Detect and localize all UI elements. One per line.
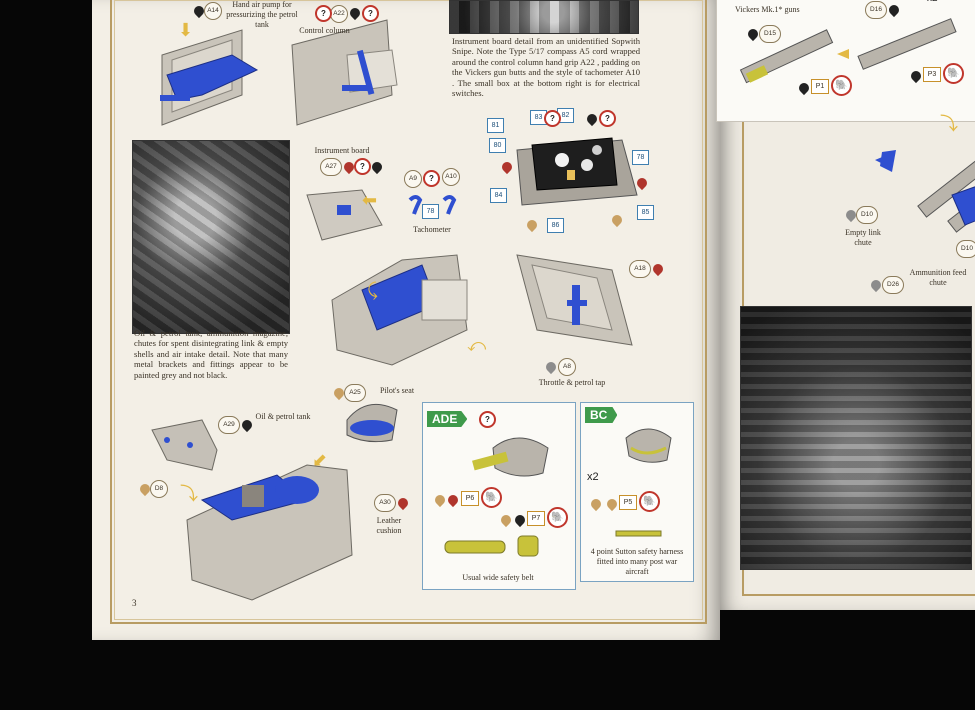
- question-icon: ?: [354, 158, 371, 175]
- question-icon: ?: [544, 110, 561, 127]
- part-tag: D16: [865, 1, 887, 19]
- question-icon: ?: [362, 5, 379, 22]
- decal-number: 80: [489, 138, 506, 153]
- pe-part-tag: P1: [811, 79, 829, 94]
- decal-number: 78: [632, 150, 649, 165]
- oil-tank: [151, 419, 218, 471]
- cockpit-assembly-bottom: [186, 464, 353, 601]
- elephant-icon: 🐘: [943, 63, 964, 84]
- part-tag: D10: [856, 206, 878, 224]
- part-tag: D15: [759, 25, 781, 43]
- arrow-icon: ⬋: [312, 450, 328, 470]
- arrow-icon: ⤺: [467, 335, 487, 355]
- pe-part-tag: P7: [527, 511, 545, 526]
- bc-variant-inset: BC x2 P5 🐘 4 point Sutton safety harness…: [580, 402, 694, 582]
- decal-number: 84: [490, 188, 507, 203]
- oil-tank-label: Oil & petrol tank: [255, 412, 311, 421]
- left-page: A14 Hand air pump for pressurizing the p…: [92, 0, 720, 640]
- pe-part-tag: P5: [619, 495, 637, 510]
- instrument-caption: Instrument board detail from an unidenti…: [452, 36, 640, 99]
- quantity-x2: x2: [587, 471, 599, 483]
- arrow-icon: ⤹: [367, 280, 378, 300]
- tachometer-label: Tachometer: [413, 225, 451, 234]
- page-frame: [742, 0, 975, 596]
- elephant-icon: 🐘: [639, 491, 660, 512]
- part-tag: A18: [629, 260, 651, 278]
- tank-photo-caption: Oil & petrol tank, ammunition magazine, …: [134, 328, 288, 380]
- instrument-board-assembly: [306, 189, 383, 241]
- elephant-icon: 🐘: [481, 487, 502, 508]
- vickers-label: Vickers Mk.1* guns: [735, 5, 800, 14]
- decal-number: 81: [487, 118, 504, 133]
- control-column-label: Control column: [299, 26, 350, 35]
- decal-number: 86: [547, 218, 564, 233]
- part-tag: D26: [882, 276, 904, 294]
- cockpit-photo: [740, 306, 972, 570]
- arrow-icon: ⬇: [178, 20, 194, 40]
- part-tag: D10: [956, 240, 975, 258]
- sutton-label: 4 point Sutton safety harness fitted int…: [590, 547, 684, 576]
- arrow-icon: ⤵: [180, 484, 198, 504]
- vickers-gun-illustration: [739, 18, 957, 84]
- fuselage-frame-1: [160, 29, 259, 126]
- part-tag: A14: [204, 2, 222, 20]
- question-icon: ?: [315, 5, 332, 22]
- arrow-icon: ⤵: [940, 114, 958, 134]
- decal-number: 78: [422, 204, 439, 219]
- ammo-label: Ammunition feed chute: [909, 268, 967, 287]
- leather-label: Leather cushion: [376, 516, 402, 535]
- pe-part-tag: P3: [923, 67, 941, 82]
- instrument-photo: [449, 0, 639, 34]
- throttle-frame: [516, 254, 633, 346]
- hand-pump-note: Hand air pump for pressurizing the petro…: [226, 0, 298, 29]
- part-tag: A22: [330, 5, 348, 23]
- ade-variant-inset: ADE ? P6 🐘 P7 🐘 Usual wide safety belt: [422, 402, 576, 590]
- tachometer-parts: [408, 195, 457, 215]
- part-tag: A8: [558, 358, 576, 376]
- instrument-panel: [516, 137, 638, 206]
- pilot-seat: [346, 403, 398, 443]
- part-tag: A27: [320, 158, 342, 176]
- tank-photo: [132, 140, 290, 334]
- cockpit-assembly-center: [331, 254, 468, 366]
- pilots-seat-label: Pilot's seat: [379, 386, 415, 395]
- question-icon: ?: [599, 110, 616, 127]
- part-tag: D8: [150, 480, 168, 498]
- part-tag: A30: [374, 494, 396, 512]
- elephant-icon: 🐘: [831, 75, 852, 96]
- assembly-illustrations: [151, 19, 638, 601]
- harness-illustration: [444, 437, 549, 557]
- ade-badge: ADE: [427, 411, 468, 427]
- elephant-icon: 🐘: [547, 507, 568, 528]
- instruction-booklet: A14 Hand air pump for pressurizing the p…: [92, 0, 975, 640]
- vickers-guns-panel: Vickers Mk.1* guns D16 x2 D15 P1 🐘 P3 🐘: [716, 0, 975, 122]
- question-icon: ?: [423, 170, 440, 187]
- safety-belt-label: Usual wide safety belt: [462, 573, 534, 582]
- arrow-icon: ⬅: [362, 190, 378, 210]
- part-tag: A25: [344, 384, 366, 402]
- decal-number: 85: [637, 205, 654, 220]
- part-tag: A9: [404, 170, 422, 188]
- fuselage-frame-2: [291, 19, 398, 126]
- throttle-label: Throttle & petrol tap: [538, 378, 606, 387]
- pe-part-tag: P6: [461, 491, 479, 506]
- part-tag: A10: [442, 168, 460, 186]
- sutton-harness-illustration: [615, 428, 672, 537]
- empty-link-label: Empty link chute: [845, 228, 881, 247]
- question-icon: ?: [479, 411, 496, 428]
- bc-badge: BC: [585, 407, 618, 423]
- gun-assembly-illustration: [875, 146, 975, 233]
- page-frame: [110, 0, 707, 624]
- quantity-x2: x2: [927, 0, 938, 5]
- instrument-board-label: Instrument board: [314, 146, 370, 155]
- page-number: 3: [132, 598, 137, 608]
- part-tag: A29: [218, 416, 240, 434]
- right-page: Vickers Mk.1* guns D16 x2 D15 P1 🐘 P3 🐘: [716, 0, 975, 610]
